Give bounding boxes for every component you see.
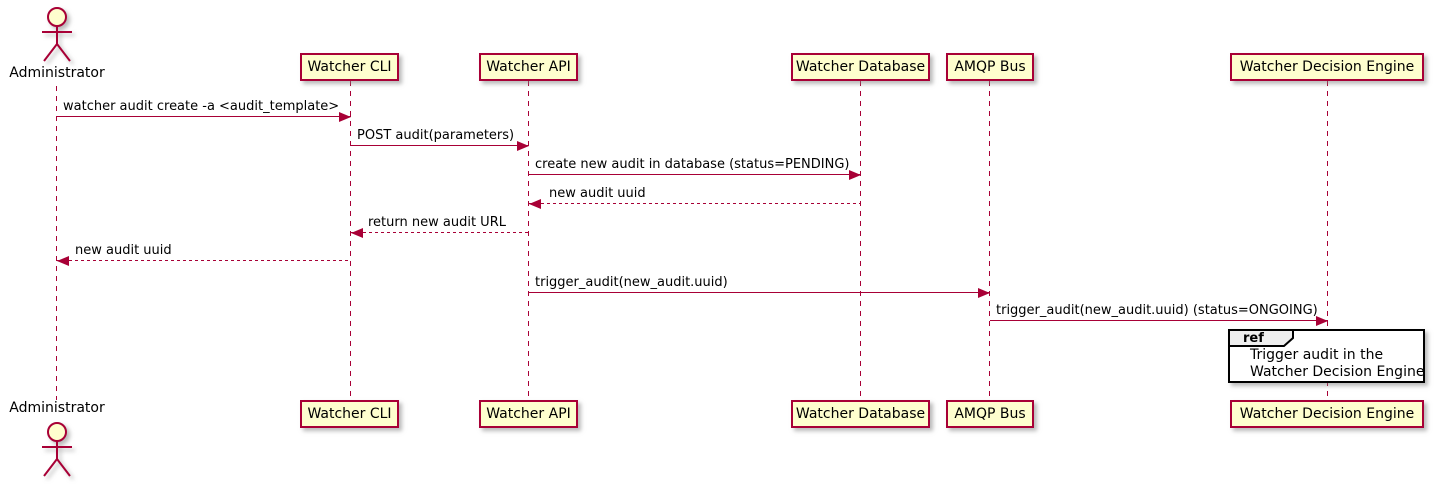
lifeline-amqp-bus: [989, 81, 990, 400]
ref-keyword: ref: [1243, 331, 1264, 346]
ref-content: Trigger audit in the Watcher Decision En…: [1250, 347, 1424, 381]
arrowhead-icon: [339, 112, 351, 122]
participant-label: Watcher CLI: [307, 59, 392, 75]
lifeline-administrator: [56, 86, 57, 400]
participant-watcher-database-bottom: Watcher Database: [791, 400, 930, 428]
message-line: [351, 145, 529, 146]
message-label: trigger_audit(new_audit.uuid): [535, 275, 728, 290]
message-line: [529, 203, 861, 204]
participant-watcher-decision-engine-top: Watcher Decision Engine: [1230, 53, 1424, 81]
participant-label: Watcher Decision Engine: [1239, 406, 1415, 422]
participant-watcher-database-top: Watcher Database: [791, 53, 930, 81]
participant-label: Watcher Database: [795, 406, 926, 422]
participant-watcher-api-bottom: Watcher API: [479, 400, 578, 428]
participant-label: Watcher CLI: [307, 406, 392, 422]
arrowhead-icon: [529, 199, 541, 209]
lifeline-watcher-api: [528, 81, 529, 400]
participant-amqp-bus-bottom: AMQP Bus: [946, 400, 1034, 428]
ref-tab-icon: [1228, 329, 1294, 347]
message-line: [990, 320, 1328, 321]
actor-icon: [42, 422, 72, 477]
message-line: [351, 232, 529, 233]
participant-label: AMQP Bus: [954, 59, 1026, 75]
arrowhead-icon: [849, 170, 861, 180]
message-label: return new audit URL: [368, 215, 506, 230]
message-line: [57, 260, 351, 261]
message-line: [57, 116, 351, 117]
message-label: new audit uuid: [549, 186, 646, 201]
lifeline-watcher-decision-engine: [1327, 81, 1328, 400]
actor-icon: [42, 7, 72, 62]
message-label: create new audit in database (status=PEN…: [535, 157, 850, 172]
ref-content-line: Watcher Decision Engine: [1250, 364, 1425, 380]
participant-label: Watcher Database: [795, 59, 926, 75]
message-label: trigger_audit(new_audit.uuid) (status=ON…: [996, 303, 1318, 318]
participant-label: AMQP Bus: [954, 406, 1026, 422]
message-label: new audit uuid: [75, 243, 172, 258]
participant-label: Watcher API: [486, 406, 571, 422]
participant-amqp-bus-top: AMQP Bus: [946, 53, 1034, 81]
arrowhead-icon: [1316, 316, 1328, 326]
actor-label-bottom: Administrator: [9, 400, 105, 416]
actor-label-top: Administrator: [9, 65, 105, 81]
participant-watcher-api-top: Watcher API: [479, 53, 578, 81]
ref-fragment: ref Trigger audit in the Watcher Decisio…: [1228, 329, 1425, 383]
participant-watcher-decision-engine-bottom: Watcher Decision Engine: [1230, 400, 1424, 428]
message-line: [529, 292, 990, 293]
lifeline-watcher-database: [860, 81, 861, 400]
participant-label: Watcher Decision Engine: [1239, 59, 1415, 75]
arrowhead-icon: [978, 288, 990, 298]
ref-content-line: Trigger audit in the: [1250, 347, 1384, 363]
message-label: watcher audit create -a <audit_template>: [63, 99, 340, 114]
message-label: POST audit(parameters): [357, 128, 515, 143]
participant-label: Watcher API: [486, 59, 571, 75]
lifeline-watcher-cli: [350, 81, 351, 400]
message-line: [529, 174, 861, 175]
participant-watcher-cli-bottom: Watcher CLI: [300, 400, 399, 428]
arrowhead-icon: [351, 228, 363, 238]
participant-watcher-cli-top: Watcher CLI: [300, 53, 399, 81]
arrowhead-icon: [57, 256, 69, 266]
arrowhead-icon: [517, 141, 529, 151]
